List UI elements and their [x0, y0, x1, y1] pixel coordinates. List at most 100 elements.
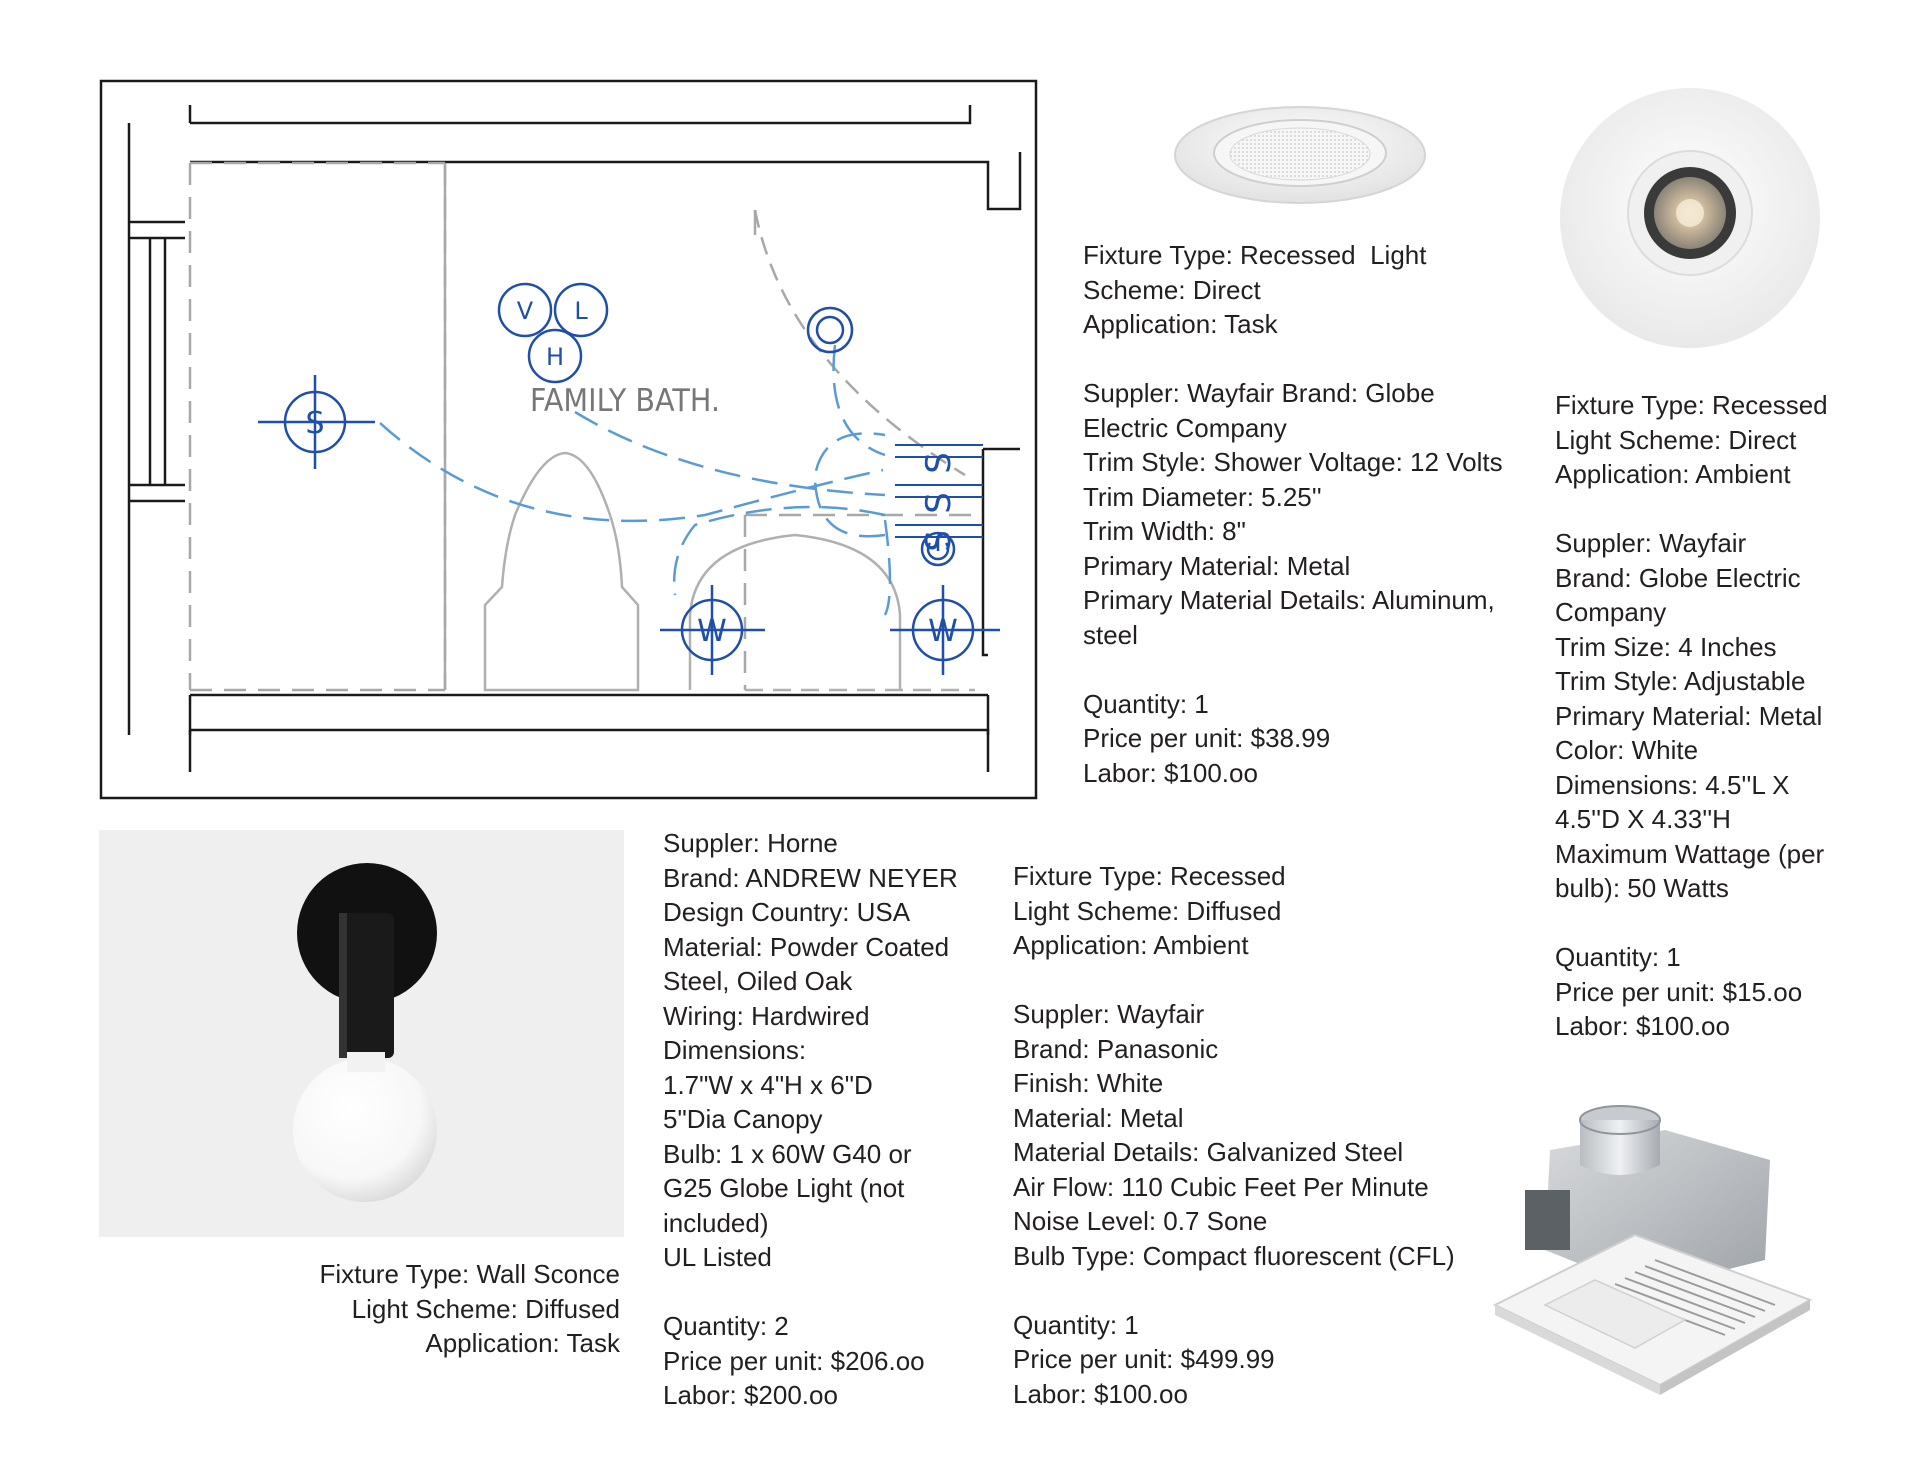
line-gap: [1555, 492, 1828, 527]
symbol-l: L: [553, 282, 609, 338]
switch-s-1: S: [919, 452, 959, 474]
spec-line: Color: White: [1555, 735, 1699, 765]
symbol-v-label: V: [517, 297, 534, 325]
spec-line: Labor: $100.oo: [1555, 1011, 1730, 1041]
spec-line: Light Scheme: Diffused: [1013, 895, 1282, 926]
spec-line: Labor: $100.oo: [1083, 757, 1258, 788]
floor-plan: FAMILY BATH. V L H S W: [99, 79, 1038, 800]
symbol-w1: [660, 585, 765, 675]
spec-line: 4.5''D X 4.33''H: [1555, 804, 1731, 834]
spec-line: Trim Size: 4 Inches: [1555, 631, 1777, 662]
spec-line: Dimensions: 4.5''L X: [1555, 769, 1790, 800]
line-gap: [1083, 652, 1503, 687]
symbol-l-label: L: [574, 297, 588, 325]
plan-frame: [99, 79, 1038, 800]
spec-line: 5"Dia Canopy: [663, 1104, 823, 1134]
spec-line: 1.7"W x 4"H x 6"D: [663, 1069, 873, 1100]
spec-line: Finish: White: [1013, 1068, 1164, 1098]
right-wall: [981, 447, 1020, 657]
spec-line: Application: Ambient: [1013, 930, 1249, 960]
spec-line: Suppler: Wayfair: [1013, 999, 1205, 1029]
spec-line: Fixture Type: Recessed Light: [1083, 240, 1427, 270]
spec-line: Primary Material: Metal: [1555, 700, 1823, 731]
spec-line: Bulb Type: Compact fluorescent (CFL): [1013, 1240, 1455, 1271]
spec-line: steel: [1083, 619, 1138, 650]
spec-line: Price per unit: $15.oo: [1555, 976, 1803, 1007]
spec-line: Trim Style: Shower Voltage: 12 Volts: [1083, 447, 1503, 477]
spec-line: Primary Material: Metal: [1083, 550, 1351, 581]
spec-line: Scheme: Direct: [1083, 274, 1261, 305]
wiring: [379, 344, 892, 616]
spec-line: Application: Task: [1083, 309, 1278, 339]
symbol-h-label: H: [546, 343, 564, 371]
spec-line: Air Flow: 110 Cubic Feet Per Minute: [1013, 1171, 1429, 1202]
spec-line: Maximum Wattage (per: [1555, 838, 1825, 869]
symbol-w1-label: W: [697, 614, 727, 649]
spec-line: Quantity: 1: [1555, 942, 1681, 972]
spec-line: Company: [1555, 597, 1667, 627]
spec-line: Application: Ambient: [1555, 459, 1791, 489]
toilet-fixture: [483, 451, 640, 692]
spec-line: Light Scheme: Diffused: [351, 1293, 620, 1324]
symbol-h: H: [527, 328, 583, 384]
exhaust-fan-light-icon: [1492, 1105, 1813, 1395]
spec-line: Suppler: Wayfair Brand: Globe: [1083, 378, 1435, 408]
spec-line: Noise Level: 0.7 Sone: [1013, 1206, 1268, 1236]
line-gap: [1013, 963, 1455, 998]
spec-line: Material: Metal: [1013, 1102, 1184, 1133]
vanity-fixture: [688, 533, 902, 690]
spec-line: Suppler: Horne: [663, 828, 838, 858]
spec-line: Quantity: 1: [1013, 1309, 1139, 1340]
ceiling-light-symbol-icon: [806, 306, 854, 354]
spec-line: Price per unit: $38.99: [1083, 723, 1331, 753]
switch-s-2: S: [919, 492, 959, 514]
spec-line: Trim Width: 8": [1083, 516, 1246, 546]
symbol-v: V: [497, 282, 553, 338]
spec-line: Material: Powder Coated: [663, 931, 950, 962]
line-gap: [1083, 342, 1503, 377]
top-wall: [188, 105, 1022, 211]
spec-line: Fixture Type: Wall Sconce: [319, 1259, 620, 1289]
spec-line: Suppler: Wayfair: [1555, 528, 1747, 558]
line-gap: [1013, 1273, 1455, 1308]
door-swing: [753, 209, 966, 477]
spec-line: Trim Style: Adjustable: [1555, 666, 1806, 696]
symbol-s: [258, 375, 375, 469]
spec-line: Trim Diameter: 5.25'': [1083, 481, 1322, 512]
spec-line: Primary Material Details: Aluminum,: [1083, 585, 1495, 615]
line-gap: [1555, 906, 1828, 941]
symbol-w2-label: W: [928, 614, 958, 649]
spec-line: Dimensions:: [663, 1035, 807, 1065]
spec-line: Light Scheme: Direct: [1555, 424, 1797, 455]
power-switch-icon: [920, 531, 956, 567]
spec-line: Brand: Panasonic: [1013, 1033, 1219, 1064]
spec-line: Material Details: Galvanized Steel: [1013, 1137, 1404, 1167]
spec-line: Labor: $100.oo: [1013, 1378, 1188, 1409]
recessed-shower-light-icon: [1174, 106, 1426, 204]
spec-line: Brand: ANDREW NEYER: [663, 862, 958, 893]
spec-line: Fixture Type: Recessed: [1555, 390, 1828, 420]
spec-line: Brand: Globe Electric: [1555, 562, 1801, 593]
spec-line: Application: Task: [425, 1328, 620, 1358]
spec-line: bulb): 50 Watts: [1555, 873, 1729, 903]
line-gap: [663, 1275, 958, 1310]
wall-sconce-icon: [293, 863, 437, 1202]
room-label: FAMILY BATH.: [530, 383, 720, 419]
spec-line: included): [663, 1207, 769, 1238]
spec-line: Design Country: USA: [663, 897, 911, 927]
symbol-s-label: S: [305, 406, 324, 441]
spec-line: Wiring: Hardwired: [663, 1000, 870, 1031]
bottom-wall: [188, 728, 990, 772]
symbol-w2: [890, 585, 1000, 675]
left-window: [127, 123, 185, 735]
spec-line: Quantity: 2: [663, 1311, 789, 1341]
spec-line: UL Listed: [663, 1242, 772, 1272]
spec-line: Price per unit: $499.99: [1013, 1344, 1275, 1374]
spec-line: Electric Company: [1083, 412, 1287, 443]
spec-line: Steel, Oiled Oak: [663, 966, 853, 996]
